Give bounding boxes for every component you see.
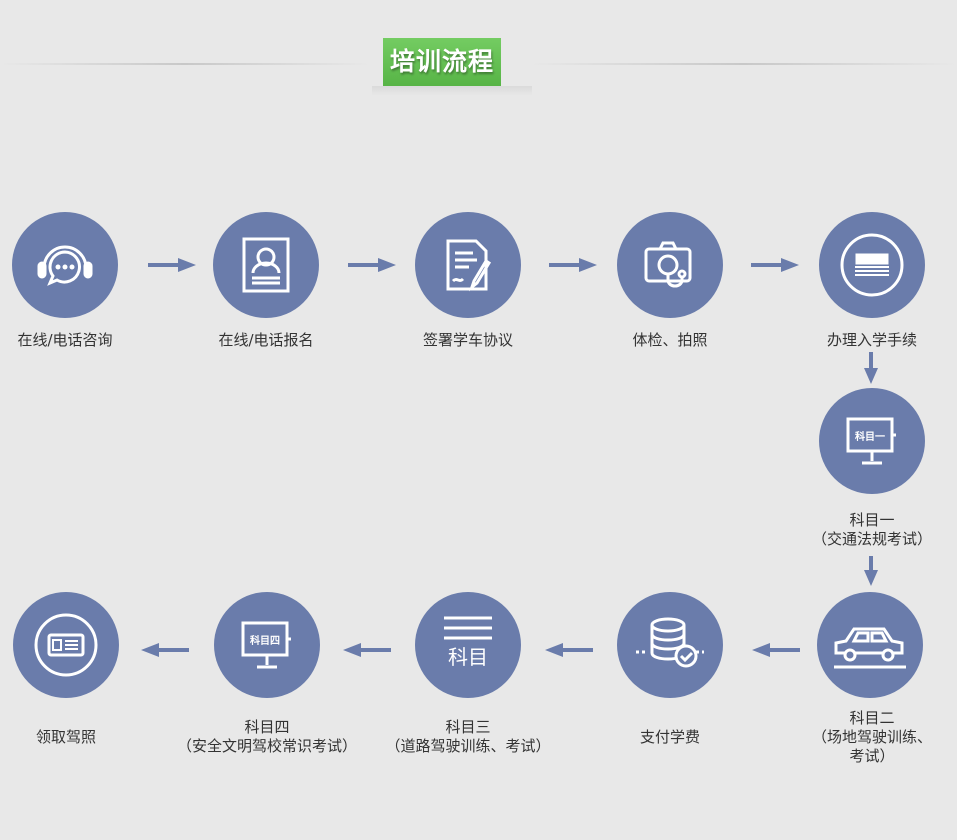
arrow-right bbox=[348, 258, 396, 272]
step-label: 体检、拍照 bbox=[632, 331, 708, 349]
label-line: （安全文明驾校常识考试） bbox=[176, 737, 357, 755]
arrow-down bbox=[864, 556, 878, 586]
step-label: 科目一（交通法规考试） bbox=[772, 511, 957, 549]
monitor-screen-text: 科目一 bbox=[855, 430, 885, 443]
coins-check-icon bbox=[636, 617, 704, 668]
step-label: 在线/电话咨询 bbox=[17, 331, 113, 349]
label-line: 科目二 bbox=[849, 709, 895, 727]
license-card-icon bbox=[34, 613, 98, 677]
step-label: 支付学费 bbox=[639, 728, 700, 746]
step-label: 科目二（场地驾驶训练、考试） bbox=[772, 709, 957, 766]
step-label: 签署学车协议 bbox=[422, 331, 513, 349]
step-license-circle bbox=[13, 592, 119, 698]
step-label: 领取驾照 bbox=[35, 728, 96, 746]
arrow-left bbox=[343, 643, 391, 657]
step-subject1-circle: 科目一 bbox=[819, 388, 925, 494]
arrow-left bbox=[545, 643, 593, 657]
car-icon bbox=[834, 627, 906, 669]
title-shadow bbox=[372, 86, 532, 96]
label-line: （交通法规考试） bbox=[811, 530, 932, 548]
arrow-left bbox=[752, 643, 800, 657]
divider-left bbox=[0, 63, 370, 65]
list-text: 科目 bbox=[448, 645, 488, 669]
step-subject2-circle bbox=[817, 592, 923, 698]
step-label: 科目三（道路驾驶训练、考试） bbox=[368, 718, 568, 756]
headset-chat-icon bbox=[37, 245, 93, 286]
label-line: （道路驾驶训练、考试） bbox=[385, 737, 551, 755]
list-icon: 科目 bbox=[444, 616, 492, 669]
step-contract-circle bbox=[415, 212, 521, 318]
step-consult-circle bbox=[12, 212, 118, 318]
step-subject4-circle: 科目四 bbox=[214, 592, 320, 698]
monitor-icon: 科目四 bbox=[241, 621, 291, 669]
label-line: 考试） bbox=[849, 747, 895, 765]
step-label: 在线/电话报名 bbox=[218, 331, 314, 349]
id-card-icon bbox=[242, 237, 290, 293]
arrow-right bbox=[148, 258, 196, 272]
arrow-right bbox=[751, 258, 799, 272]
monitor-screen-text: 科目四 bbox=[250, 634, 280, 647]
step-label: 科目四（安全文明驾校常识考试） bbox=[167, 718, 367, 756]
divider-right bbox=[530, 63, 957, 65]
money-icon bbox=[840, 233, 904, 297]
label-line: 科目三 bbox=[445, 718, 491, 736]
label-line: （场地驾驶训练、 bbox=[811, 728, 932, 746]
page-title: 培训流程 bbox=[383, 38, 501, 86]
step-register-circle bbox=[213, 212, 319, 318]
label-line: 科目四 bbox=[244, 718, 290, 736]
arrow-right bbox=[549, 258, 597, 272]
label-line: 科目一 bbox=[849, 511, 895, 529]
monitor-icon: 科目一 bbox=[846, 417, 896, 465]
step-subject3-circle: 科目 bbox=[415, 592, 521, 698]
document-sign-icon bbox=[446, 239, 492, 292]
camera-stethoscope-icon bbox=[644, 241, 692, 288]
step-payment-circle bbox=[617, 592, 723, 698]
step-medical-circle bbox=[617, 212, 723, 318]
arrow-down bbox=[864, 352, 878, 384]
arrow-left bbox=[141, 643, 189, 657]
step-label: 办理入学手续 bbox=[826, 331, 917, 349]
step-enroll-circle bbox=[819, 212, 925, 318]
